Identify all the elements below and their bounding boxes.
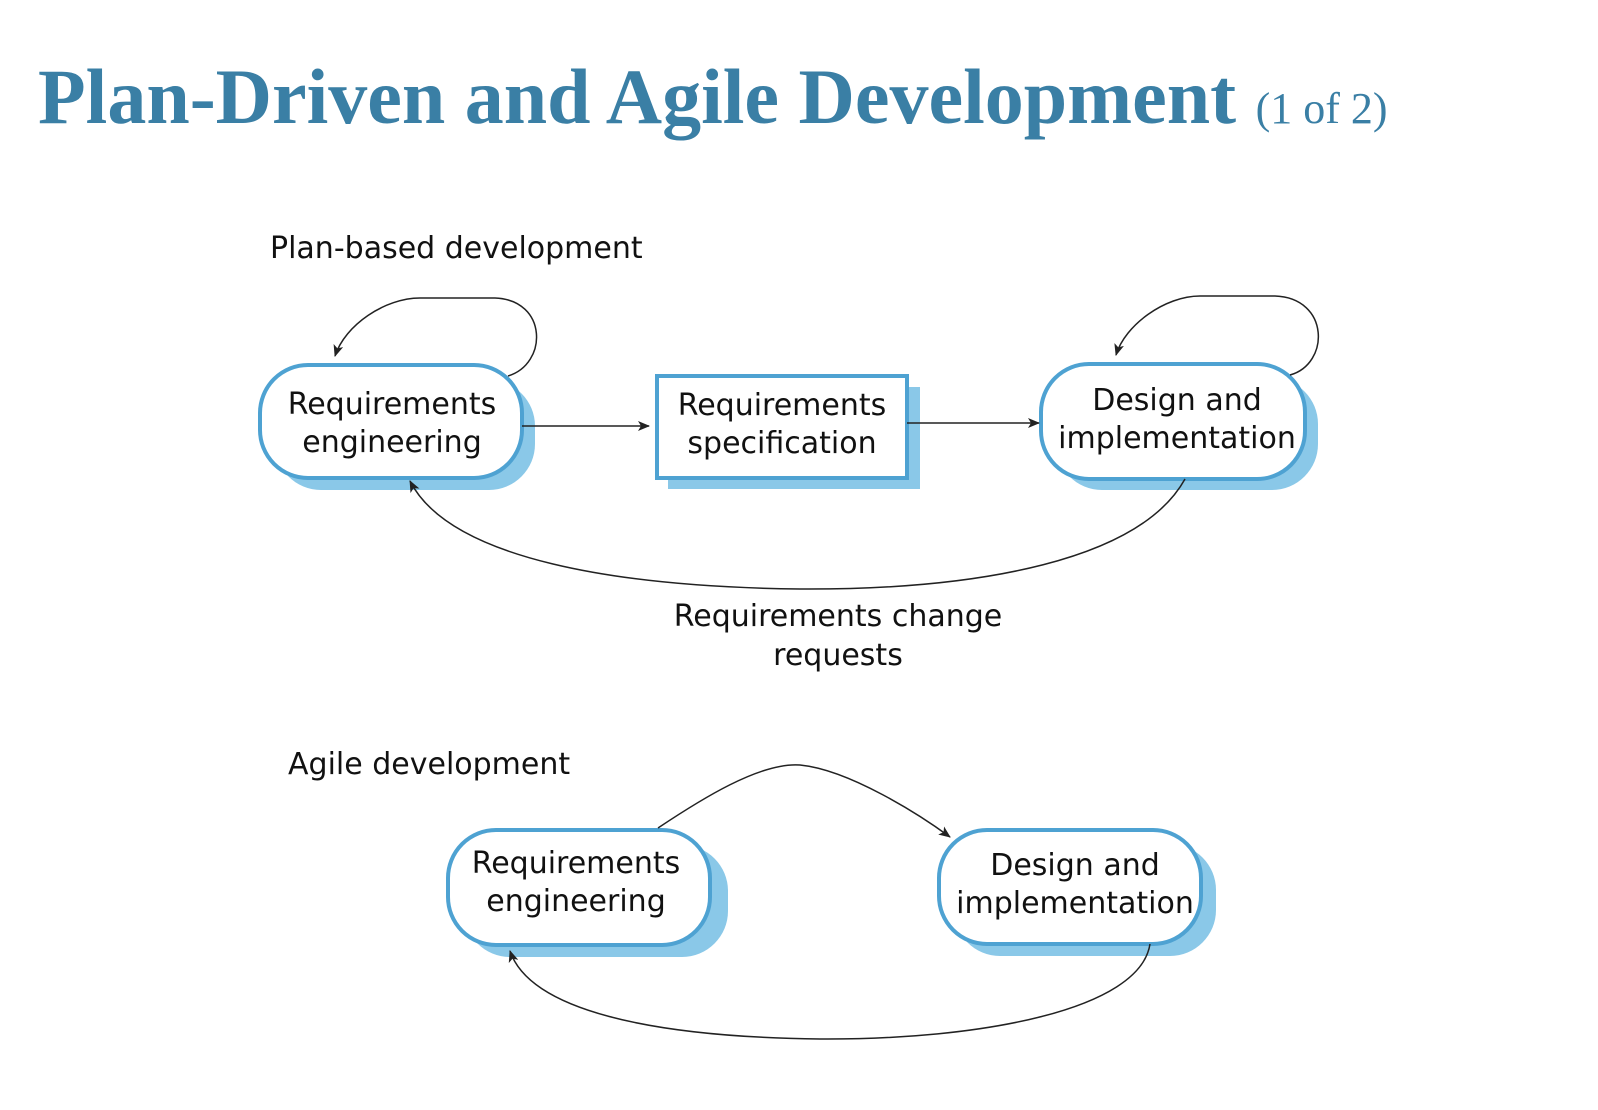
node-label-line: specification (687, 426, 876, 461)
node-label-line: implementation (1058, 421, 1296, 456)
agile-section-label: Agile development (288, 747, 570, 782)
node-label-line: engineering (302, 425, 482, 460)
node-label-line: Design and (1092, 383, 1262, 418)
agile-node-design-implementation: Design and implementation (937, 828, 1216, 956)
title-subtitle: (1 of 2) (1255, 84, 1388, 133)
title-main: Plan-Driven and Agile Development (38, 53, 1237, 140)
edge-agile-req-to-design (657, 764, 951, 838)
change-requests-label-line: Requirements change (674, 599, 1003, 634)
node-label-line: implementation (956, 886, 1194, 921)
node-body (258, 363, 524, 480)
change-requests-label-line: requests (773, 638, 903, 673)
node-body (655, 374, 909, 480)
edge-design-self-loop (1114, 295, 1320, 376)
node-label-line: Design and (990, 848, 1160, 883)
node-body (937, 828, 1203, 946)
page-title: Plan-Driven and Agile Development (1 of … (38, 58, 1388, 136)
node-label-line: Requirements (472, 846, 681, 881)
node-label-line: Requirements (678, 388, 887, 423)
node-body (446, 828, 712, 947)
agile-node-requirements-engineering: Requirements engineering (446, 828, 728, 957)
node-label-line: Requirements (288, 387, 497, 422)
edge-req-eng-self-loop (333, 297, 538, 377)
node-label-line: engineering (486, 884, 666, 919)
plan-node-design-implementation: Design and implementation (1039, 362, 1318, 490)
node-body (1039, 362, 1307, 481)
edge-agile-design-to-req (508, 943, 1151, 1040)
plan-node-requirements-engineering: Requirements engineering (258, 363, 535, 490)
plan-section-label: Plan-based development (270, 231, 643, 266)
plan-node-requirements-specification: Requirements specification (655, 374, 920, 489)
edge-change-requests (409, 478, 1186, 590)
